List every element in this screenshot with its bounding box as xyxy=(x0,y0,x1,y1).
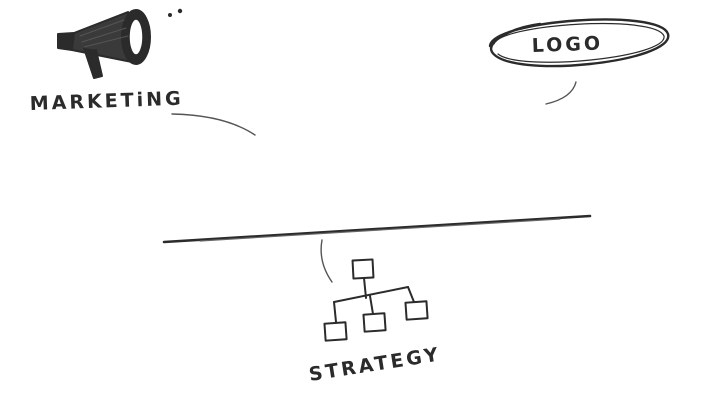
megaphone-icon xyxy=(57,8,183,79)
marketing-pointer-line xyxy=(171,113,256,136)
logo-ellipse xyxy=(488,18,670,68)
org-chart-icon xyxy=(323,258,429,342)
horizontal-divider-stroke xyxy=(162,214,592,244)
marketing-label: MARKETiNG xyxy=(29,88,184,115)
strategy-pointer-line xyxy=(320,239,333,283)
strategy-label: STRATEGY xyxy=(307,343,442,386)
logo-label: LOGO xyxy=(531,33,603,57)
logo-pointer-line xyxy=(545,81,577,105)
